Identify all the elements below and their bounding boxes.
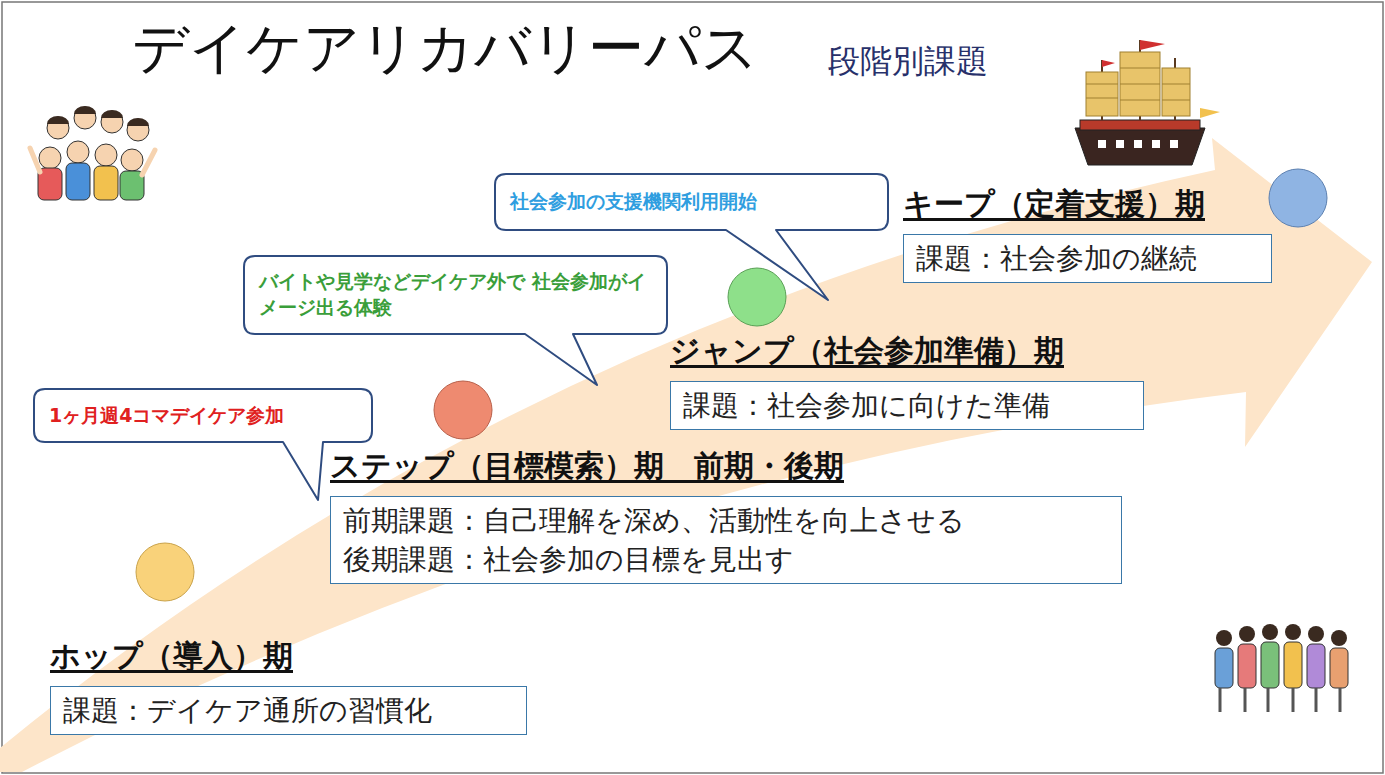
people-huddle-illustration [1215,624,1348,712]
bubble-text: 社会参加の支援機関利用開始 [510,189,873,215]
phase-heading: ホップ（導入）期 [50,638,293,674]
phase-heading: ジャンプ（社会参加準備）期 [670,333,1064,369]
phase-node: ステップ（目標模索）期 前期・後期前期課題：自己理解を深め、活動性を向上させる後… [330,448,1122,584]
progress-arrow [0,138,1372,772]
bubble-shape [244,256,667,385]
bubble-text: バイトや見学などデイケア外で 社会参加がイメージ出る体験 [259,269,652,320]
task-box: 課題：デイケア通所の習慣化 [50,686,527,735]
task-text: 課題：社会参加に向けた準備 [683,386,1131,425]
speech-bubble: 1ヶ月週4コマデイケア参加 [33,388,373,443]
task-wrap: 前期課題：自己理解を深め、活動性を向上させる後期課題：社会参加の目標を見出す [330,484,1122,584]
phase-heading: キープ（定着支援）期 [903,186,1205,222]
bubble-text: 1ヶ月週4コマデイケア参加 [49,403,357,429]
task-box: 課題：社会参加に向けた準備 [670,381,1144,430]
task-text: 課題：デイケア通所の習慣化 [63,691,514,730]
task-wrap: 課題：社会参加に向けた準備 [670,369,1144,430]
task-box: 課題：社会参加の継続 [903,234,1272,283]
people-cheering-illustration [30,106,155,200]
bubble-shape [495,174,888,300]
phase-node: キープ（定着支援）期課題：社会参加の継続 [903,186,1272,283]
phase-heading: ステップ（目標模索）期 前期・後期 [330,448,844,484]
phase-node: ホップ（導入）期課題：デイケア通所の習慣化 [50,638,527,735]
task-wrap: 課題：社会参加の継続 [903,222,1272,283]
stage-dots [136,169,1327,601]
task-text: 後期課題：社会参加の目標を見出す [343,540,1109,579]
bubble-shape [34,389,372,500]
task-text: 課題：社会参加の継続 [916,239,1259,278]
phase-node: ジャンプ（社会参加準備）期課題：社会参加に向けた準備 [670,333,1144,430]
speech-bubble: バイトや見学などデイケア外で 社会参加がイメージ出る体験 [243,255,668,335]
bubble-outline [243,255,668,335]
task-text: 前期課題：自己理解を深め、活動性を向上させる [343,501,1109,540]
speech-bubble: 社会参加の支援機関利用開始 [494,173,889,231]
diagram-title: デイケアリカバリーパス [132,14,758,81]
task-wrap: 課題：デイケア通所の習慣化 [50,674,527,735]
task-box: 前期課題：自己理解を深め、活動性を向上させる後期課題：社会参加の目標を見出す [330,496,1122,584]
ship-illustration [1075,40,1220,165]
subtitle-label: 段階別課題 [828,40,988,84]
